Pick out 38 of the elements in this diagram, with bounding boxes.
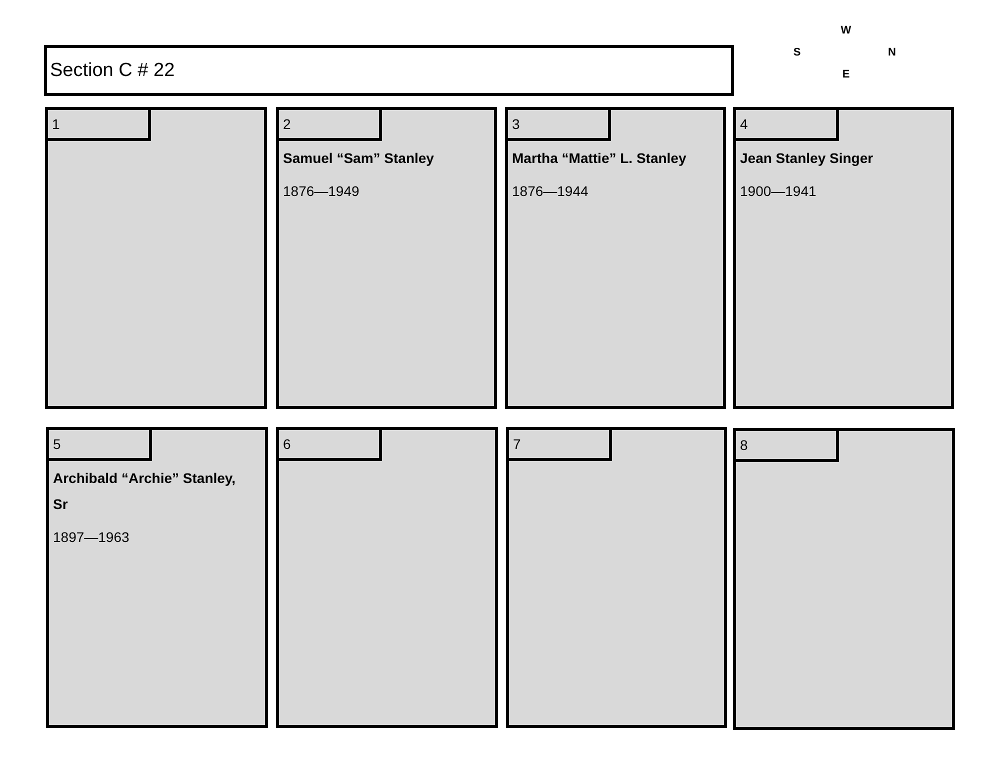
plot-number: 7 bbox=[513, 435, 521, 453]
life-dates: 1897—1963 bbox=[53, 528, 130, 547]
plot-number: 8 bbox=[740, 436, 748, 454]
title-box bbox=[44, 45, 734, 96]
grave-plot-box bbox=[276, 107, 497, 409]
plot-number-tab bbox=[736, 110, 839, 141]
person-name: Jean Stanley Singer bbox=[740, 149, 874, 168]
compass-direction-label: E bbox=[842, 68, 850, 82]
compass-direction-label: W bbox=[840, 24, 852, 38]
grave-plot-box bbox=[505, 107, 726, 409]
life-dates: 1900—1941 bbox=[740, 182, 816, 201]
person-name: Archibald “Archie” Stanley, Sr bbox=[53, 469, 237, 514]
compass-direction-label: N bbox=[888, 46, 896, 60]
person-name: Martha “Mattie” L. Stanley bbox=[512, 149, 686, 168]
plot-number-tab bbox=[736, 431, 839, 462]
plot-number: 5 bbox=[53, 435, 61, 453]
compass-direction-label: S bbox=[793, 46, 801, 60]
grave-plot-box bbox=[506, 427, 727, 728]
grave-plot-box bbox=[45, 107, 267, 409]
plot-number-tab bbox=[49, 430, 152, 461]
section-title: Section C # 22 bbox=[50, 58, 175, 82]
plot-number: 3 bbox=[512, 115, 520, 133]
plot-number-tab bbox=[508, 110, 611, 141]
life-dates: 1876—1949 bbox=[283, 182, 360, 201]
plot-number: 6 bbox=[283, 435, 291, 453]
grave-plot-box bbox=[276, 427, 498, 728]
grave-plot-box bbox=[733, 428, 955, 730]
plot-number-tab bbox=[279, 110, 382, 141]
plot-number-tab bbox=[48, 110, 151, 141]
plot-number: 1 bbox=[52, 115, 60, 133]
plot-number: 4 bbox=[740, 115, 748, 133]
life-dates: 1876—1944 bbox=[512, 182, 588, 201]
plot-number-tab bbox=[509, 430, 612, 461]
plot-number: 2 bbox=[283, 115, 291, 133]
grave-plot-box bbox=[46, 427, 268, 728]
grave-plot-box bbox=[733, 107, 954, 409]
person-name: Samuel “Sam” Stanley bbox=[283, 149, 434, 168]
plot-number-tab bbox=[279, 430, 382, 461]
